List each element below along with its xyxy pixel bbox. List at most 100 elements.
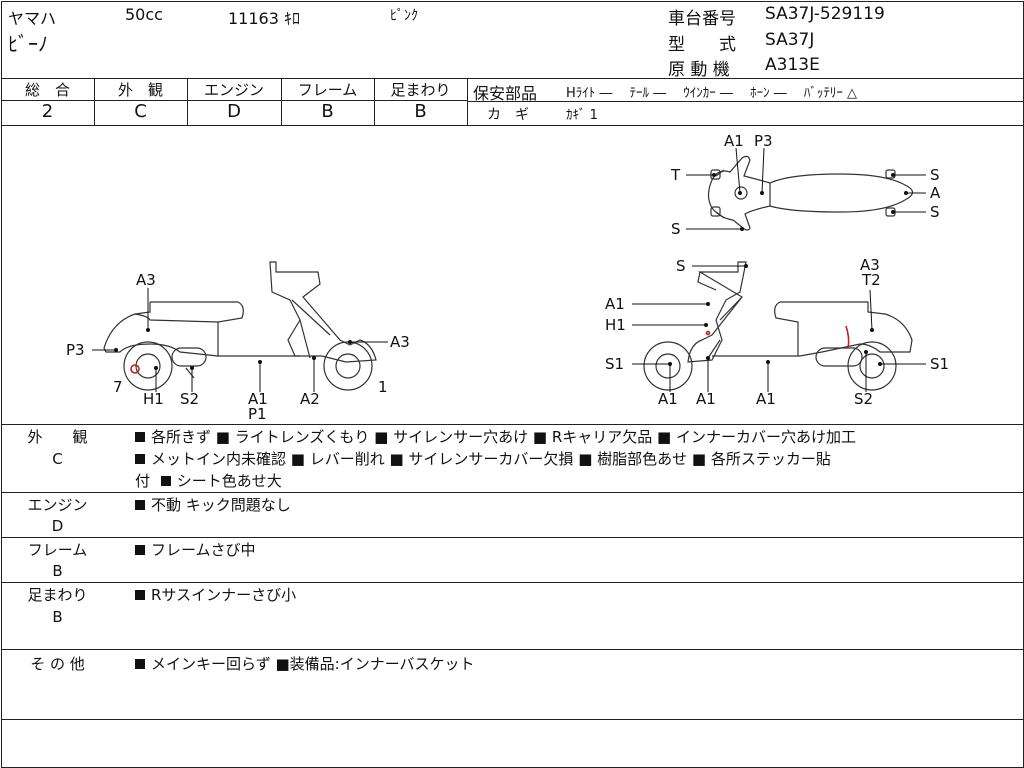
total-value: 2 <box>41 101 54 122</box>
exterior-line-2: メットイン内未確認 ■ レバー削れ ■ サイレンサーカバー欠損 ■ 樹脂部色あせ… <box>135 448 1015 470</box>
frame-text-1: フレームさび中 <box>151 541 256 559</box>
safety-items: Hﾗｲﾄ ― ﾃｰﾙ ― ｳｲﾝｶｰ ― ﾎｰﾝ ― ﾊﾞｯﾃﾘｰ △ <box>566 86 857 101</box>
exterior-section-label: 外 観 <box>27 428 88 446</box>
engine-value: A313E <box>765 55 820 75</box>
engine-section-grade: D <box>51 517 64 535</box>
bullet-icon <box>135 590 145 600</box>
label-right-a1-b1: A1 <box>658 390 678 408</box>
grade-bottom-line <box>1 125 1023 126</box>
frame-grade-value: B <box>321 101 334 122</box>
frame-no-label: 車台番号 <box>668 9 736 29</box>
total-label: 総 合 <box>24 81 70 99</box>
safety-label: 保安部品 <box>473 84 538 103</box>
key-label: カ ギ <box>487 107 529 123</box>
label-right-t2: T2 <box>861 271 881 289</box>
bullet-icon <box>135 432 145 442</box>
frame-grade-label: フレーム <box>297 81 358 99</box>
exterior-text-1: 各所きず ■ ライトレンズくもり ■ サイレンサー穴あけ ■ Rキャリア欠品 ■… <box>151 428 856 446</box>
exterior-value: C <box>134 101 147 122</box>
right-view-scooter <box>643 261 913 391</box>
suspension-text-1: Rサスインナーさび小 <box>151 586 297 604</box>
grade-sep <box>281 78 282 125</box>
exterior-line-3: 付 シート色あせ大 <box>135 470 282 492</box>
label-top-s1: S <box>930 166 940 184</box>
exterior-label: 外 観 <box>117 81 163 99</box>
other-section-label: そ の 他 <box>30 655 85 673</box>
bullet-icon <box>135 659 145 669</box>
engine-grade-value: D <box>227 101 241 122</box>
label-right-s: S <box>676 257 686 275</box>
bullet-icon <box>135 500 145 510</box>
label-left-a1: A1 <box>248 390 268 408</box>
label-top-s3: S <box>930 203 940 221</box>
displacement: 50cc <box>125 5 163 24</box>
other-line-1: メインキー回らず ■装備品:インナーバスケット <box>135 653 1015 675</box>
label-top-a: A <box>930 184 941 202</box>
engine-label: 原 動 機 <box>668 60 730 80</box>
label-left-a3-right: A3 <box>390 333 410 351</box>
suspension-section-label: 足まわり <box>27 586 88 604</box>
section-line <box>1 537 1023 538</box>
label-left-a2: A2 <box>300 390 320 408</box>
grade-mid-line <box>1 100 467 101</box>
label-top-t: T <box>670 166 681 184</box>
frame-section-grade: B <box>52 562 63 580</box>
engine-line-1: 不動 キック問題なし <box>135 494 1015 516</box>
engine-section-label: エンジン <box>27 496 88 514</box>
label-right-a1-b3: A1 <box>756 390 776 408</box>
section-line <box>1 492 1023 493</box>
key-value: ｶｷﾞ 1 <box>566 108 598 123</box>
suspension-grade-label: 足まわり <box>390 81 451 99</box>
label-left-7: 7 <box>113 378 123 396</box>
scooter-diagram: A1 P3 T S A S S A3 P3 A3 7 H1 S2 A1 P1 A… <box>66 132 949 423</box>
maker: ヤマハ <box>8 9 57 28</box>
bullet-icon <box>135 545 145 555</box>
engine-text-1: 不動 キック問題なし <box>151 496 291 514</box>
label-right-a1-top: A1 <box>605 295 625 313</box>
exterior-text-3: シート色あせ大 <box>176 472 282 490</box>
section-line <box>1 582 1023 583</box>
grade-top-line <box>1 78 1023 79</box>
label-top-p3: P3 <box>754 132 773 150</box>
other-text-1: メインキー回らず ■装備品:インナーバスケット <box>151 655 475 673</box>
label-left-s2: S2 <box>180 390 199 408</box>
suspension-grade-value: B <box>414 101 427 122</box>
left-view-scooter <box>103 261 377 391</box>
exterior-section-grade: C <box>52 450 63 468</box>
color: ﾋﾟﾝｸ <box>390 8 418 24</box>
safety-mid-line <box>467 101 1023 102</box>
label-right-s1-left: S1 <box>605 355 624 373</box>
label-left-p1: P1 <box>248 405 267 423</box>
bullet-icon <box>160 476 171 486</box>
label-left-1: 1 <box>378 378 388 396</box>
frame-no-value: SA37J-529119 <box>765 4 885 24</box>
model-name: ﾋﾞｰﾉ <box>8 32 48 56</box>
model-label: 型 式 <box>668 35 736 55</box>
frame-section-label: フレーム <box>27 541 88 559</box>
exterior-text-3-prefix: 付 <box>135 472 151 490</box>
grade-sep <box>187 78 188 125</box>
label-right-s1-right: S1 <box>930 355 949 373</box>
section-line <box>1 719 1023 720</box>
engine-grade-label: エンジン <box>203 81 264 99</box>
label-right-s2: S2 <box>854 390 873 408</box>
model-value: SA37J <box>765 30 815 50</box>
bullet-icon <box>135 454 145 464</box>
label-top-s2: S <box>671 220 681 238</box>
frame-line-1: フレームさび中 <box>135 539 1015 561</box>
label-top-a1: A1 <box>724 132 744 150</box>
section-line <box>1 424 1023 425</box>
grade-sep <box>94 78 95 125</box>
label-left-p3: P3 <box>66 341 85 359</box>
exterior-line-1: 各所きず ■ ライトレンズくもり ■ サイレンサー穴あけ ■ Rキャリア欠品 ■… <box>135 426 1015 448</box>
grade-sep <box>467 78 468 125</box>
grade-sep <box>374 78 375 125</box>
label-right-a1-b2: A1 <box>696 390 716 408</box>
label-right-a3: A3 <box>860 256 880 274</box>
label-left-a3-top: A3 <box>136 271 156 289</box>
label-right-h1: H1 <box>605 316 626 334</box>
mileage: 11163 ｷﾛ <box>228 9 300 28</box>
section-line <box>1 649 1023 650</box>
suspension-section-grade: B <box>52 608 63 626</box>
label-left-h1: H1 <box>143 390 164 408</box>
